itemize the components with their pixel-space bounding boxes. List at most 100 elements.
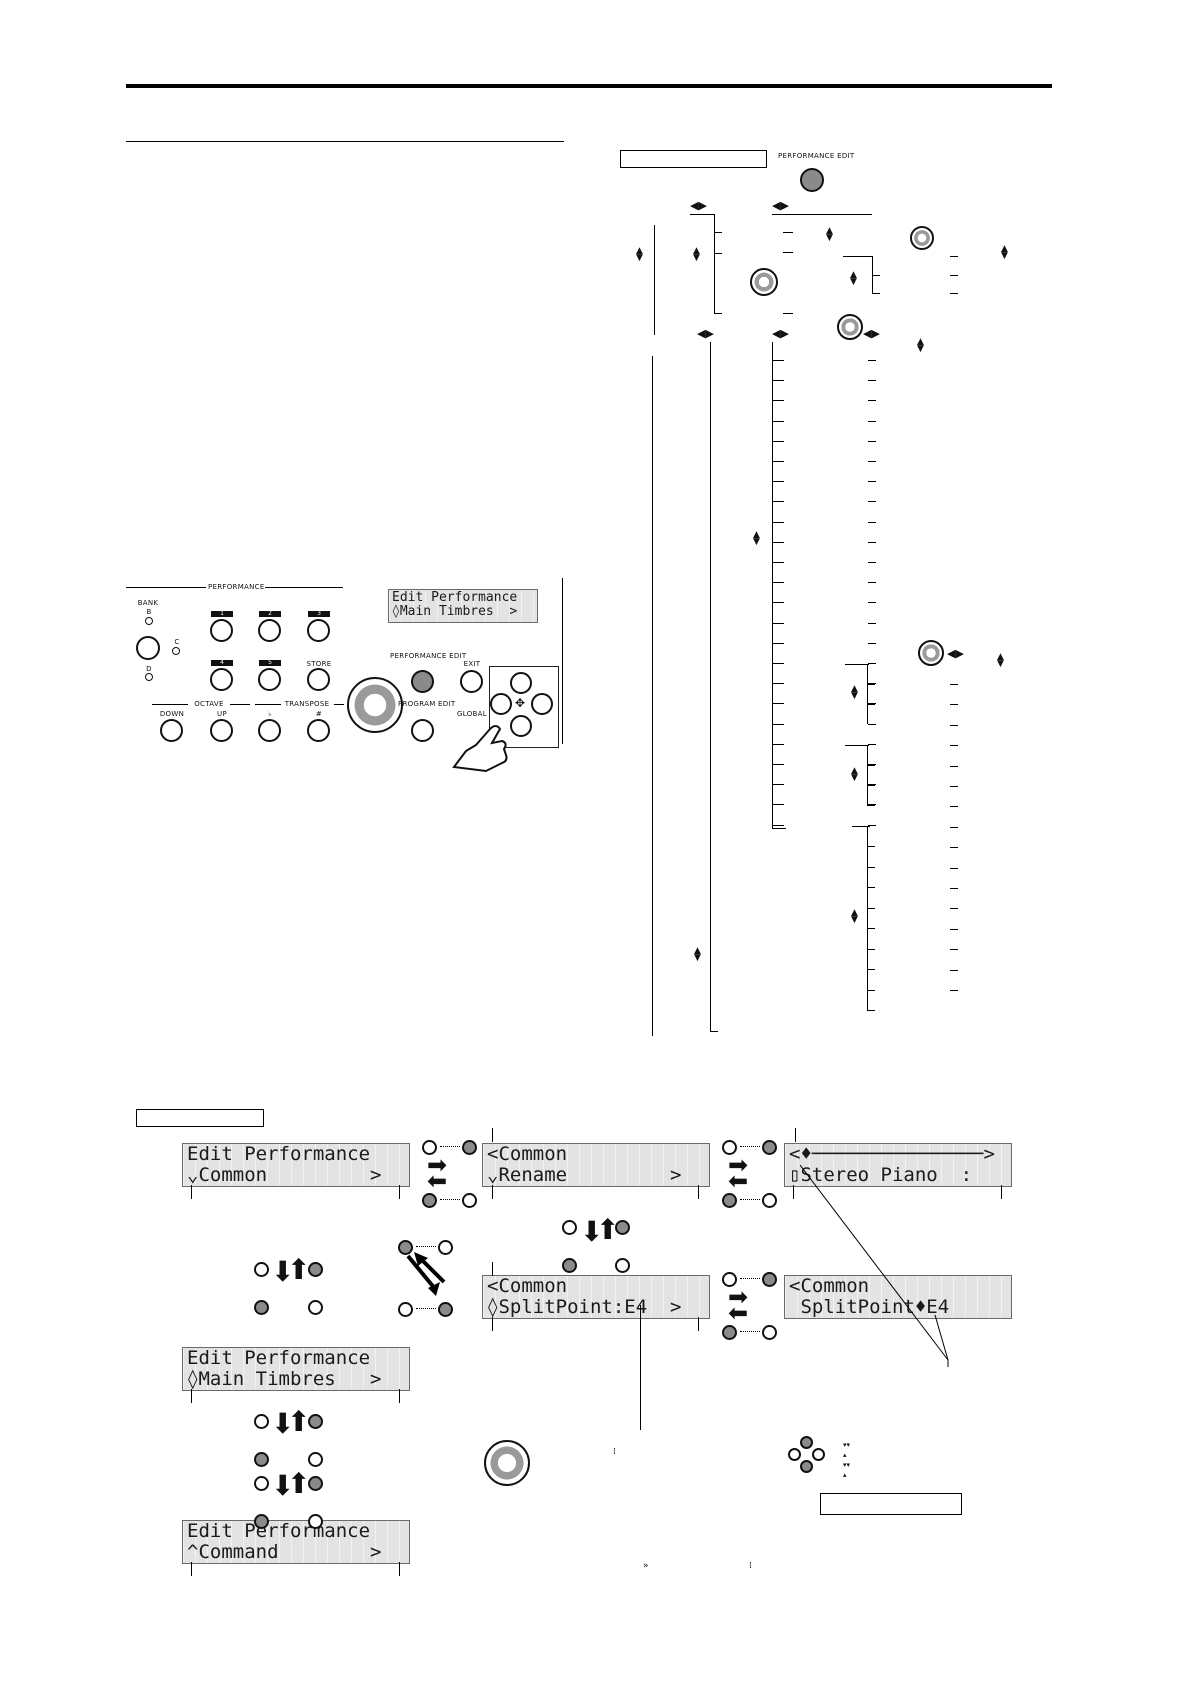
cursor-indicator-button xyxy=(762,1140,777,1155)
cursor-left-button[interactable] xyxy=(490,693,512,715)
panel-edge xyxy=(562,578,563,744)
performance-edit-panel-button[interactable] xyxy=(411,670,434,693)
up-arrow: ⬆ xyxy=(287,1405,311,1438)
map-line xyxy=(772,501,784,502)
map-line xyxy=(867,949,875,950)
bank-d-led xyxy=(145,673,153,681)
map-line xyxy=(772,522,784,523)
transpose-sharp-button[interactable] xyxy=(307,719,330,742)
dotted-link xyxy=(440,1199,460,1200)
map-line xyxy=(783,313,793,314)
cursor-indicator-button xyxy=(438,1302,453,1317)
map-line xyxy=(867,805,875,806)
num-tag: 4 xyxy=(211,660,233,666)
map-line xyxy=(845,745,869,746)
map-line xyxy=(772,744,784,745)
sharp-label: # xyxy=(315,710,323,718)
map-line xyxy=(868,602,876,603)
perf-5-button[interactable] xyxy=(258,668,281,691)
map-line xyxy=(868,501,876,502)
flow-title-box xyxy=(136,1109,264,1127)
callout-line xyxy=(399,1185,400,1199)
cursor-right-button[interactable] xyxy=(531,693,553,715)
map-line xyxy=(772,683,784,684)
map-line xyxy=(950,766,958,767)
perf-3-button[interactable] xyxy=(307,619,330,642)
map-line xyxy=(772,214,872,215)
perf-1-button[interactable] xyxy=(210,619,233,642)
map-line xyxy=(772,804,784,805)
octave-down-button[interactable] xyxy=(160,719,183,742)
panel-rule xyxy=(255,704,281,705)
cursor-indicator-button xyxy=(308,1452,323,1467)
map-line xyxy=(843,256,873,257)
map-line xyxy=(867,765,875,766)
callout-line xyxy=(492,1185,493,1199)
bank-d-label: D xyxy=(146,665,152,673)
transpose-flat-button[interactable] xyxy=(258,719,281,742)
cursor-indicator-button xyxy=(438,1240,453,1255)
cursor-indicator-button xyxy=(722,1272,737,1287)
map-line xyxy=(772,400,784,401)
cursor-up-button[interactable] xyxy=(510,672,532,694)
program-edit-button[interactable] xyxy=(411,719,434,742)
bank-label: BANK xyxy=(137,599,159,607)
value-dial[interactable] xyxy=(347,677,403,733)
store-button[interactable] xyxy=(307,668,330,691)
map-line xyxy=(868,481,876,482)
map-line xyxy=(950,745,958,746)
cursor-indicator-button xyxy=(308,1300,323,1315)
map-line xyxy=(772,562,784,563)
map-line xyxy=(772,380,784,381)
map-line xyxy=(950,293,958,294)
performance-edit-button[interactable] xyxy=(800,168,824,192)
map-line xyxy=(868,683,876,684)
cursor-indicator-button xyxy=(308,1262,323,1277)
panel-rule xyxy=(152,704,188,705)
cursor-down-button[interactable] xyxy=(510,715,532,737)
cursor-indicator-button xyxy=(254,1476,269,1491)
callout-line xyxy=(698,1317,699,1331)
ud-arrow: ▲▼ xyxy=(917,337,924,354)
callout-line xyxy=(191,1185,192,1199)
map-line xyxy=(868,380,876,381)
map-line xyxy=(654,225,655,335)
map-line xyxy=(868,522,876,523)
map-line xyxy=(950,725,958,726)
performance-label: PERFORMANCE xyxy=(208,583,265,591)
map-line xyxy=(867,785,875,786)
map-line xyxy=(845,664,869,665)
map-line xyxy=(867,1010,875,1011)
cursor-indicator-button xyxy=(615,1258,630,1273)
map-line xyxy=(868,421,876,422)
octave-up-button[interactable] xyxy=(210,719,233,742)
perf-2-button[interactable] xyxy=(258,619,281,642)
cursor-indicator-button xyxy=(308,1476,323,1491)
map-line xyxy=(868,542,876,543)
map-line xyxy=(868,825,876,826)
num-tag: 5 xyxy=(259,660,281,666)
cursor-indicator-button xyxy=(762,1193,777,1208)
map-line xyxy=(772,663,784,664)
lr-arrow: ◀▶ xyxy=(690,199,707,212)
map-line xyxy=(868,623,876,624)
perf-4-button[interactable] xyxy=(210,668,233,691)
lcd-line: ▯Stereo Piano : xyxy=(789,1164,973,1186)
lr-arrow: ◀▶ xyxy=(947,647,964,660)
lcd-line: ◊Main Timbres > xyxy=(392,604,518,619)
map-line xyxy=(868,764,876,765)
cursor-indicator-button xyxy=(254,1452,269,1467)
num-tag: 1 xyxy=(211,611,233,617)
callout-line xyxy=(492,1317,493,1331)
lr-arrow: ◀▶ xyxy=(697,327,714,340)
lr-arrow: ◀▶ xyxy=(772,327,789,340)
bank-button[interactable] xyxy=(136,636,160,660)
map-line xyxy=(867,664,868,724)
exit-button[interactable] xyxy=(460,670,483,693)
top-rule xyxy=(126,84,1052,88)
map-line xyxy=(772,784,784,785)
cursor-indicator-button xyxy=(254,1262,269,1277)
ud-arrow: ▲▼ xyxy=(851,908,858,925)
left-arrow: ⬅ xyxy=(728,1299,749,1327)
cursor-indicator-button xyxy=(398,1302,413,1317)
